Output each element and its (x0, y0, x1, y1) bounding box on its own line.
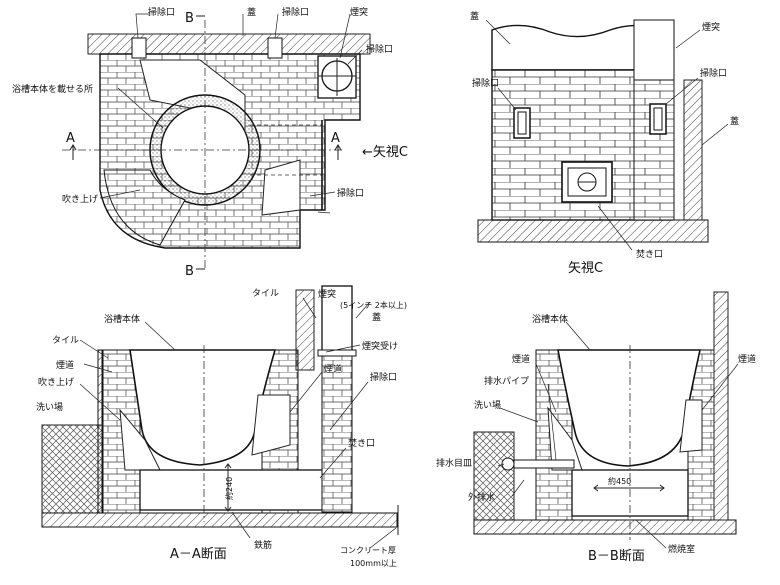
aa-ground-left (41, 424, 103, 514)
aa-label-tile-top: タイル (252, 288, 279, 299)
aa-chimney (321, 285, 353, 353)
section-aa: 煙突 (5インチ 2本以上) タイル 蓋 浴槽本体 タイル 煙突受け 煙道 吹き… (36, 285, 407, 568)
bb-label-tub-body: 浴槽本体 (532, 313, 568, 325)
elevation-c: 蓋 煙突 掃除口 掃除口 蓋 焚き口 矢視C (470, 10, 739, 276)
plan-label-cleanout-r1: 掃除口 (366, 43, 393, 55)
plan-section-b-bottom: B (185, 264, 194, 279)
bb-drain-pipe (513, 459, 575, 469)
elev-ground (477, 219, 709, 243)
plan-label-tub-seat: 浴槽本体を載せる所 (12, 83, 93, 95)
aa-label-rebar: 鉄筋 (254, 539, 272, 551)
plan-lid-band (87, 33, 371, 55)
plan-label-chimney: 煙突 (350, 6, 368, 18)
plan-label-blow-up: 吹き上げ (62, 193, 98, 205)
plan-section-b-top: B (185, 11, 194, 26)
plan-flue-lower (261, 159, 301, 216)
section-bb: 浴槽本体 煙道 排水パイプ 煙道 洗い場 排水目皿 約450 外排水 燃焼室 B… (436, 291, 756, 564)
elev-chimney-col (633, 19, 675, 81)
elev-label-cleanout-left: 掃除口 (472, 77, 499, 89)
bb-tub (557, 349, 701, 467)
aa-label-tub-body: 浴槽本体 (104, 313, 140, 325)
plan-cleanout-box (131, 37, 147, 59)
plan-label-lid: 蓋 (247, 6, 256, 18)
plan-label-cleanout-tr: 掃除口 (282, 6, 309, 18)
aa-label-dim: 約240 (224, 477, 234, 500)
aa-slab (41, 512, 398, 528)
plan-blowup-area (103, 169, 186, 246)
elev-title: 矢視C (568, 261, 603, 276)
aa-lid-column (295, 289, 315, 371)
aa-label-wash-area: 洗い場 (36, 401, 63, 413)
aa-label-flue-left: 煙道 (56, 359, 74, 371)
aa-label-cleanout: 掃除口 (370, 371, 397, 383)
plan-section-a-right: A (331, 131, 340, 146)
bb-label-drain-eye: 排水目皿 (436, 457, 472, 469)
bb-lid-column (713, 291, 729, 521)
aa-firebox (139, 469, 326, 511)
bb-label-outer-drain: 外排水 (468, 491, 495, 503)
bb-label-drain-pipe: 排水パイプ (484, 375, 529, 387)
aa-label-concrete: コンクリート厚 (340, 546, 396, 555)
bb-label-dim: 約450 (608, 476, 631, 486)
elev-label-firebox: 焚き口 (636, 249, 663, 260)
plan-label-cleanout-r2: 掃除口 (337, 187, 364, 199)
elev-label-chimney: 煙突 (702, 21, 720, 33)
plan-section-a-left: A (66, 131, 75, 146)
plan-label-view-c: ←矢視C (362, 145, 408, 160)
bb-ground-left (473, 431, 515, 521)
bb-label-flue-right: 煙道 (738, 353, 756, 365)
aa-label-chimney-mount: 煙突受け (362, 340, 398, 352)
bb-title: B－B断面 (588, 549, 645, 564)
aa-label-blow-up: 吹き上げ (38, 376, 74, 388)
aa-label-firebox: 焚き口 (348, 438, 375, 449)
plan-label-cleanout-tl: 掃除口 (148, 6, 175, 18)
elev-lid-right (683, 79, 703, 221)
bb-label-wash-area: 洗い場 (474, 399, 501, 411)
elev-label-lid-right: 蓋 (730, 115, 739, 127)
elev-label-lid: 蓋 (470, 10, 479, 22)
aa-label-chimney-note: (5インチ 2本以上) (340, 300, 407, 310)
aa-label-lid: 蓋 (372, 311, 381, 323)
aa-label-concrete-thickness: 100mm以上 (350, 559, 397, 568)
bb-slab (473, 519, 737, 535)
aa-label-chimney: 煙突 (318, 288, 336, 300)
aa-label-tile-left: タイル (52, 335, 79, 346)
bb-label-ash: 燃焼室 (668, 543, 695, 555)
elev-label-cleanout-right: 掃除口 (700, 67, 727, 79)
aa-title: A－A断面 (170, 547, 227, 562)
plan-view: A A B B 掃除口 蓋 掃除口 煙突 掃除口 浴槽本体を載せる所 吹き上げ … (12, 6, 408, 279)
aa-label-flue-right: 煙道 (324, 363, 342, 375)
bb-label-flue-left: 煙道 (512, 353, 530, 365)
